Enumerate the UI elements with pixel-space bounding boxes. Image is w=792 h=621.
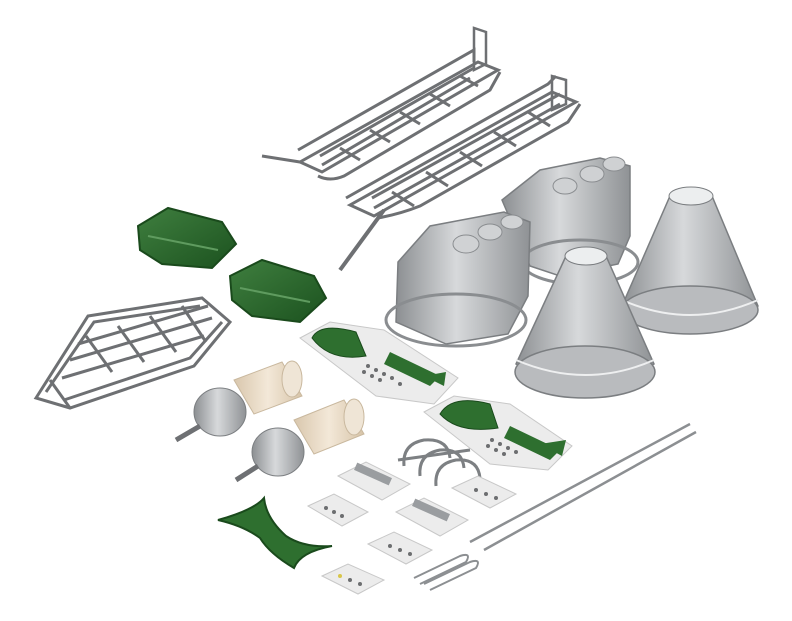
funnel-cones-pair [514,186,759,399]
green-x-brace [217,495,333,570]
spring-clips [413,553,479,591]
hopper-covers-pair [384,156,640,348]
green-tray-1 [136,206,238,270]
rack-frame-middle [338,74,582,272]
clamp-brackets [397,438,482,487]
parts-cards-small [306,461,518,595]
rack-frame-upper [261,26,502,181]
green-tray-2 [228,258,328,324]
mesh-filters-pair [174,360,365,483]
sprue-sheets-pair [299,321,573,471]
rack-frame-lower [33,296,233,410]
wire-rods [469,422,697,552]
